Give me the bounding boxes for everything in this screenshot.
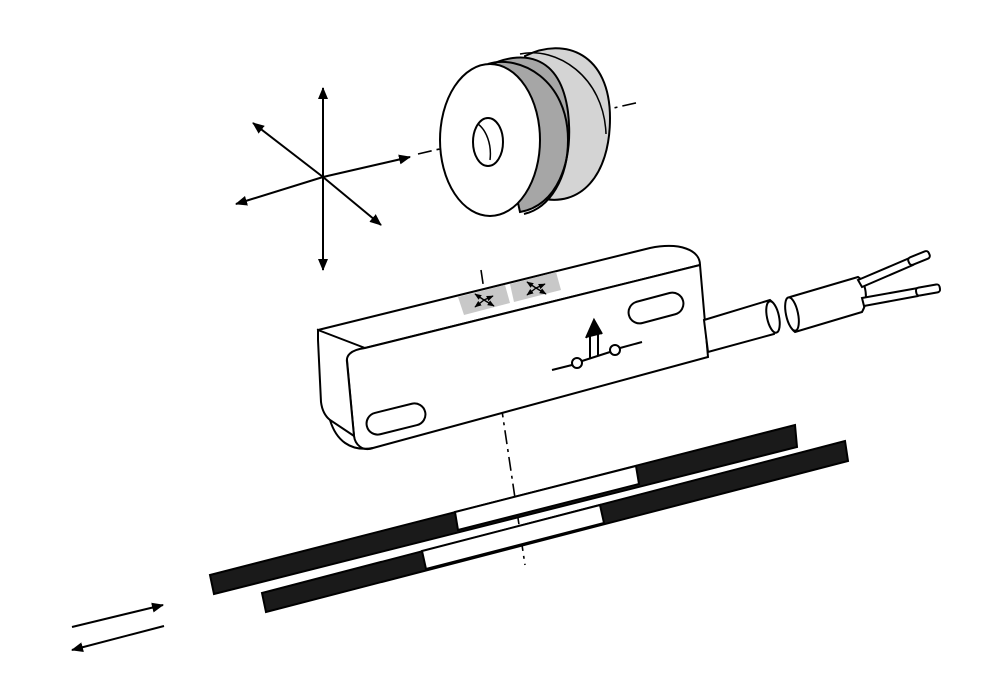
magnetic-reed-switch-symbol-icon bbox=[551, 317, 643, 371]
cable-wires bbox=[856, 250, 942, 308]
four-way-arrow-cross-icon bbox=[235, 87, 411, 271]
guide-rail-lower bbox=[260, 439, 850, 614]
four-way-arrow-marker-icon bbox=[458, 285, 510, 315]
four-way-arrow-marker-icon bbox=[510, 272, 561, 302]
bidirectional-travel-arrows-icon bbox=[71, 602, 165, 653]
guide-rail-upper bbox=[208, 423, 799, 596]
sensor-cable bbox=[702, 275, 867, 354]
sensor-body bbox=[316, 244, 710, 450]
mounting-slot-left bbox=[365, 402, 427, 436]
mounting-slot-right bbox=[627, 291, 685, 325]
ring-magnet bbox=[439, 47, 612, 217]
